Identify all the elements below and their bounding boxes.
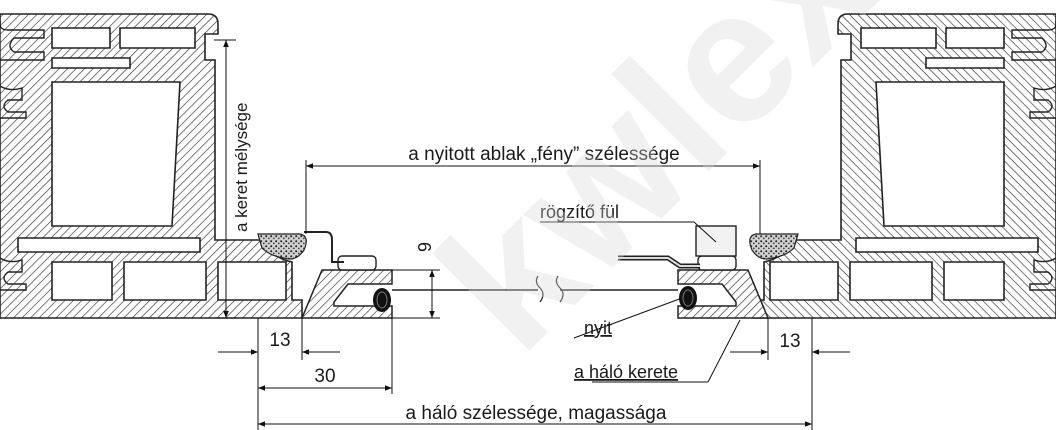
light-width-label: a nyitott ablak „fény” szélessége (408, 144, 679, 165)
left-window-frame (0, 13, 303, 319)
frame-depth-label: a keret mélysége (232, 103, 251, 232)
net-line (392, 275, 678, 303)
right-window-frame (753, 13, 1056, 319)
left-gasket (257, 233, 307, 260)
clip-label: rögzítő fül (540, 202, 619, 222)
dimension-lines (214, 39, 850, 430)
fixing-clip (618, 225, 737, 269)
right-net-frame (677, 255, 770, 319)
grip-depth-value: 30 (314, 366, 335, 387)
net-frame-label: a háló kerete (574, 362, 678, 382)
left-offset-value: 13 (269, 330, 290, 351)
watermark: kwlex (399, 0, 915, 389)
left-net-frame (300, 231, 393, 319)
right-offset-value: 13 (779, 331, 800, 352)
net-width-label: a háló szélessége, magassága (406, 403, 667, 424)
open-label: nyit (584, 318, 612, 338)
profile-height-value: 9 (415, 242, 435, 252)
right-gasket (749, 233, 799, 260)
